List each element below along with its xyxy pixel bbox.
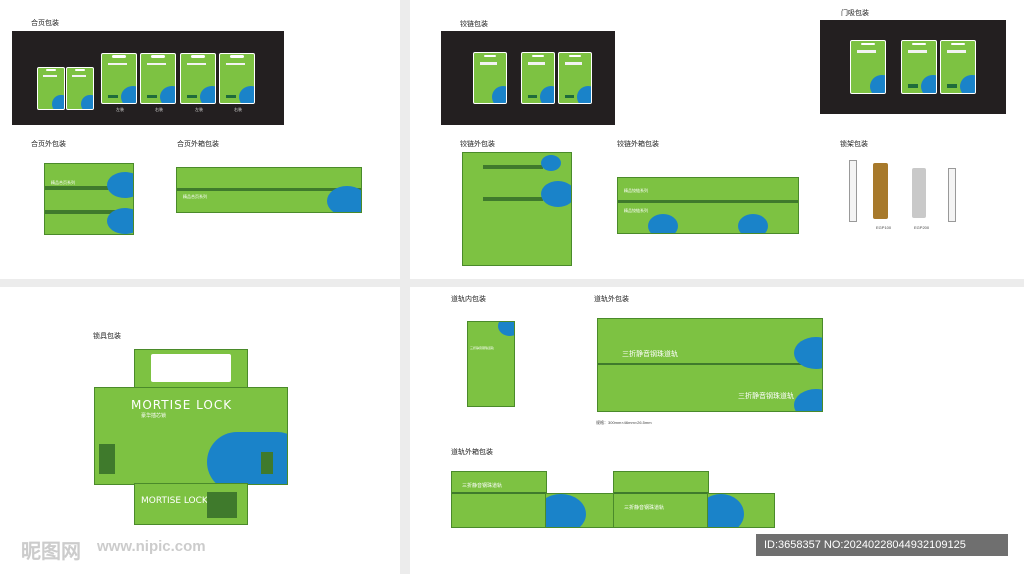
rail-inner-series: 三折静音钢珠道轨 xyxy=(470,346,495,350)
title-rail-carton: 道轨外箱包装 xyxy=(451,448,493,456)
stopper-card-1 xyxy=(850,40,886,94)
title-rail-outer: 道轨外包装 xyxy=(594,295,629,303)
title-stopper-pack: 门吸包装 xyxy=(841,9,869,17)
mortise-bottom-flap: MORTISE LOCK xyxy=(134,483,248,525)
watermark-url: www.nipic.com xyxy=(97,538,206,555)
hinge-carton-series: 精品合页系列 xyxy=(183,194,207,199)
lock-label-a: EGP100 xyxy=(876,225,892,230)
lock-body-silver xyxy=(912,168,926,218)
rail-carton-box-c: 三折静音钢珠道轨 xyxy=(613,471,709,528)
mortise-title: MORTISE LOCK xyxy=(131,398,233,412)
hinge-series-text: 精品合页系列 xyxy=(51,180,75,185)
hinge-outer-box: 精品合页系列 xyxy=(44,163,134,235)
hinge-card-1 xyxy=(37,67,65,110)
lock-frame-a xyxy=(849,160,857,222)
mortise-main-panel: MORTISE LOCK 豪华插芯锁 xyxy=(94,387,288,485)
title-hinge-pack: 合页包装 xyxy=(31,19,59,27)
lock-body-gold xyxy=(873,163,888,219)
hinge-card-label-c: 左装 xyxy=(195,107,203,112)
hasp-outer-box xyxy=(462,152,572,266)
hinge-card-5 xyxy=(180,53,216,104)
title-rail-inner: 道轨内包装 xyxy=(451,295,486,303)
rail-carton-series-a: 三折静音钢珠道轨 xyxy=(462,483,503,489)
watermark-brand: 昵图网 xyxy=(21,539,81,563)
mortise-subtitle: 豪华插芯锁 xyxy=(141,413,167,419)
title-hasp-pack: 铰链包装 xyxy=(460,20,488,28)
title-hasp-outer: 铰链外包装 xyxy=(460,140,495,148)
hinge-card-label-b: 右装 xyxy=(155,107,163,112)
mortise-top-flap xyxy=(134,349,248,389)
rail-carton-box-a: 三折静音钢珠道轨 xyxy=(451,471,547,528)
lock-frame-b xyxy=(948,168,956,222)
title-lock-pack: 锁架包装 xyxy=(840,140,868,148)
rail-size-label: 规格：300mm×46mm×26.5mm xyxy=(596,420,652,425)
stopper-card-2 xyxy=(901,40,937,94)
rail-carton-series-c: 三折静音钢珠道轨 xyxy=(624,505,665,511)
hinge-card-label-d: 右装 xyxy=(234,107,242,112)
rail-carton-box-d xyxy=(707,493,775,528)
hasp-carton-box: 精品铰链系列 精品铰链系列 xyxy=(617,177,799,234)
stopper-card-3 xyxy=(940,40,976,94)
hasp-series-text: 精品铰链系列 xyxy=(624,188,648,193)
title-hinge-outer: 合页外包装 xyxy=(31,140,66,148)
rail-outer-series: 三折静音钢珠道轨 xyxy=(622,350,678,358)
title-hasp-carton: 铰链外箱包装 xyxy=(617,140,659,148)
title-lockbody-pack: 锁具包装 xyxy=(93,332,121,340)
hasp-card-2 xyxy=(521,52,555,104)
hinge-card-6 xyxy=(219,53,255,104)
hasp-card-1 xyxy=(473,52,507,104)
rail-inner-box: 三折静音钢珠道轨 xyxy=(467,321,515,407)
lock-label-b: EGP200 xyxy=(914,225,930,230)
rail-outer-box: 三折静音钢珠道轨 三折静音钢珠道轨 xyxy=(597,318,823,412)
rail-carton-box-b xyxy=(545,493,615,528)
hinge-carton-box: 精品合页系列 xyxy=(176,167,362,213)
title-hinge-carton: 合页外箱包装 xyxy=(177,140,219,148)
hinge-card-2 xyxy=(66,67,94,110)
hinge-card-3 xyxy=(101,53,137,104)
image-id-bar: ID:3658357 NO:20240228044932109125 xyxy=(756,534,1008,556)
hinge-card-label-a: 左装 xyxy=(116,107,124,112)
mortise-title-bottom: MORTISE LOCK xyxy=(141,496,208,506)
hinge-card-4 xyxy=(140,53,176,104)
rail-outer-series-2: 三折静音钢珠道轨 xyxy=(738,392,794,400)
hasp-card-3 xyxy=(558,52,592,104)
hasp-series-text-2: 精品铰链系列 xyxy=(624,208,648,213)
